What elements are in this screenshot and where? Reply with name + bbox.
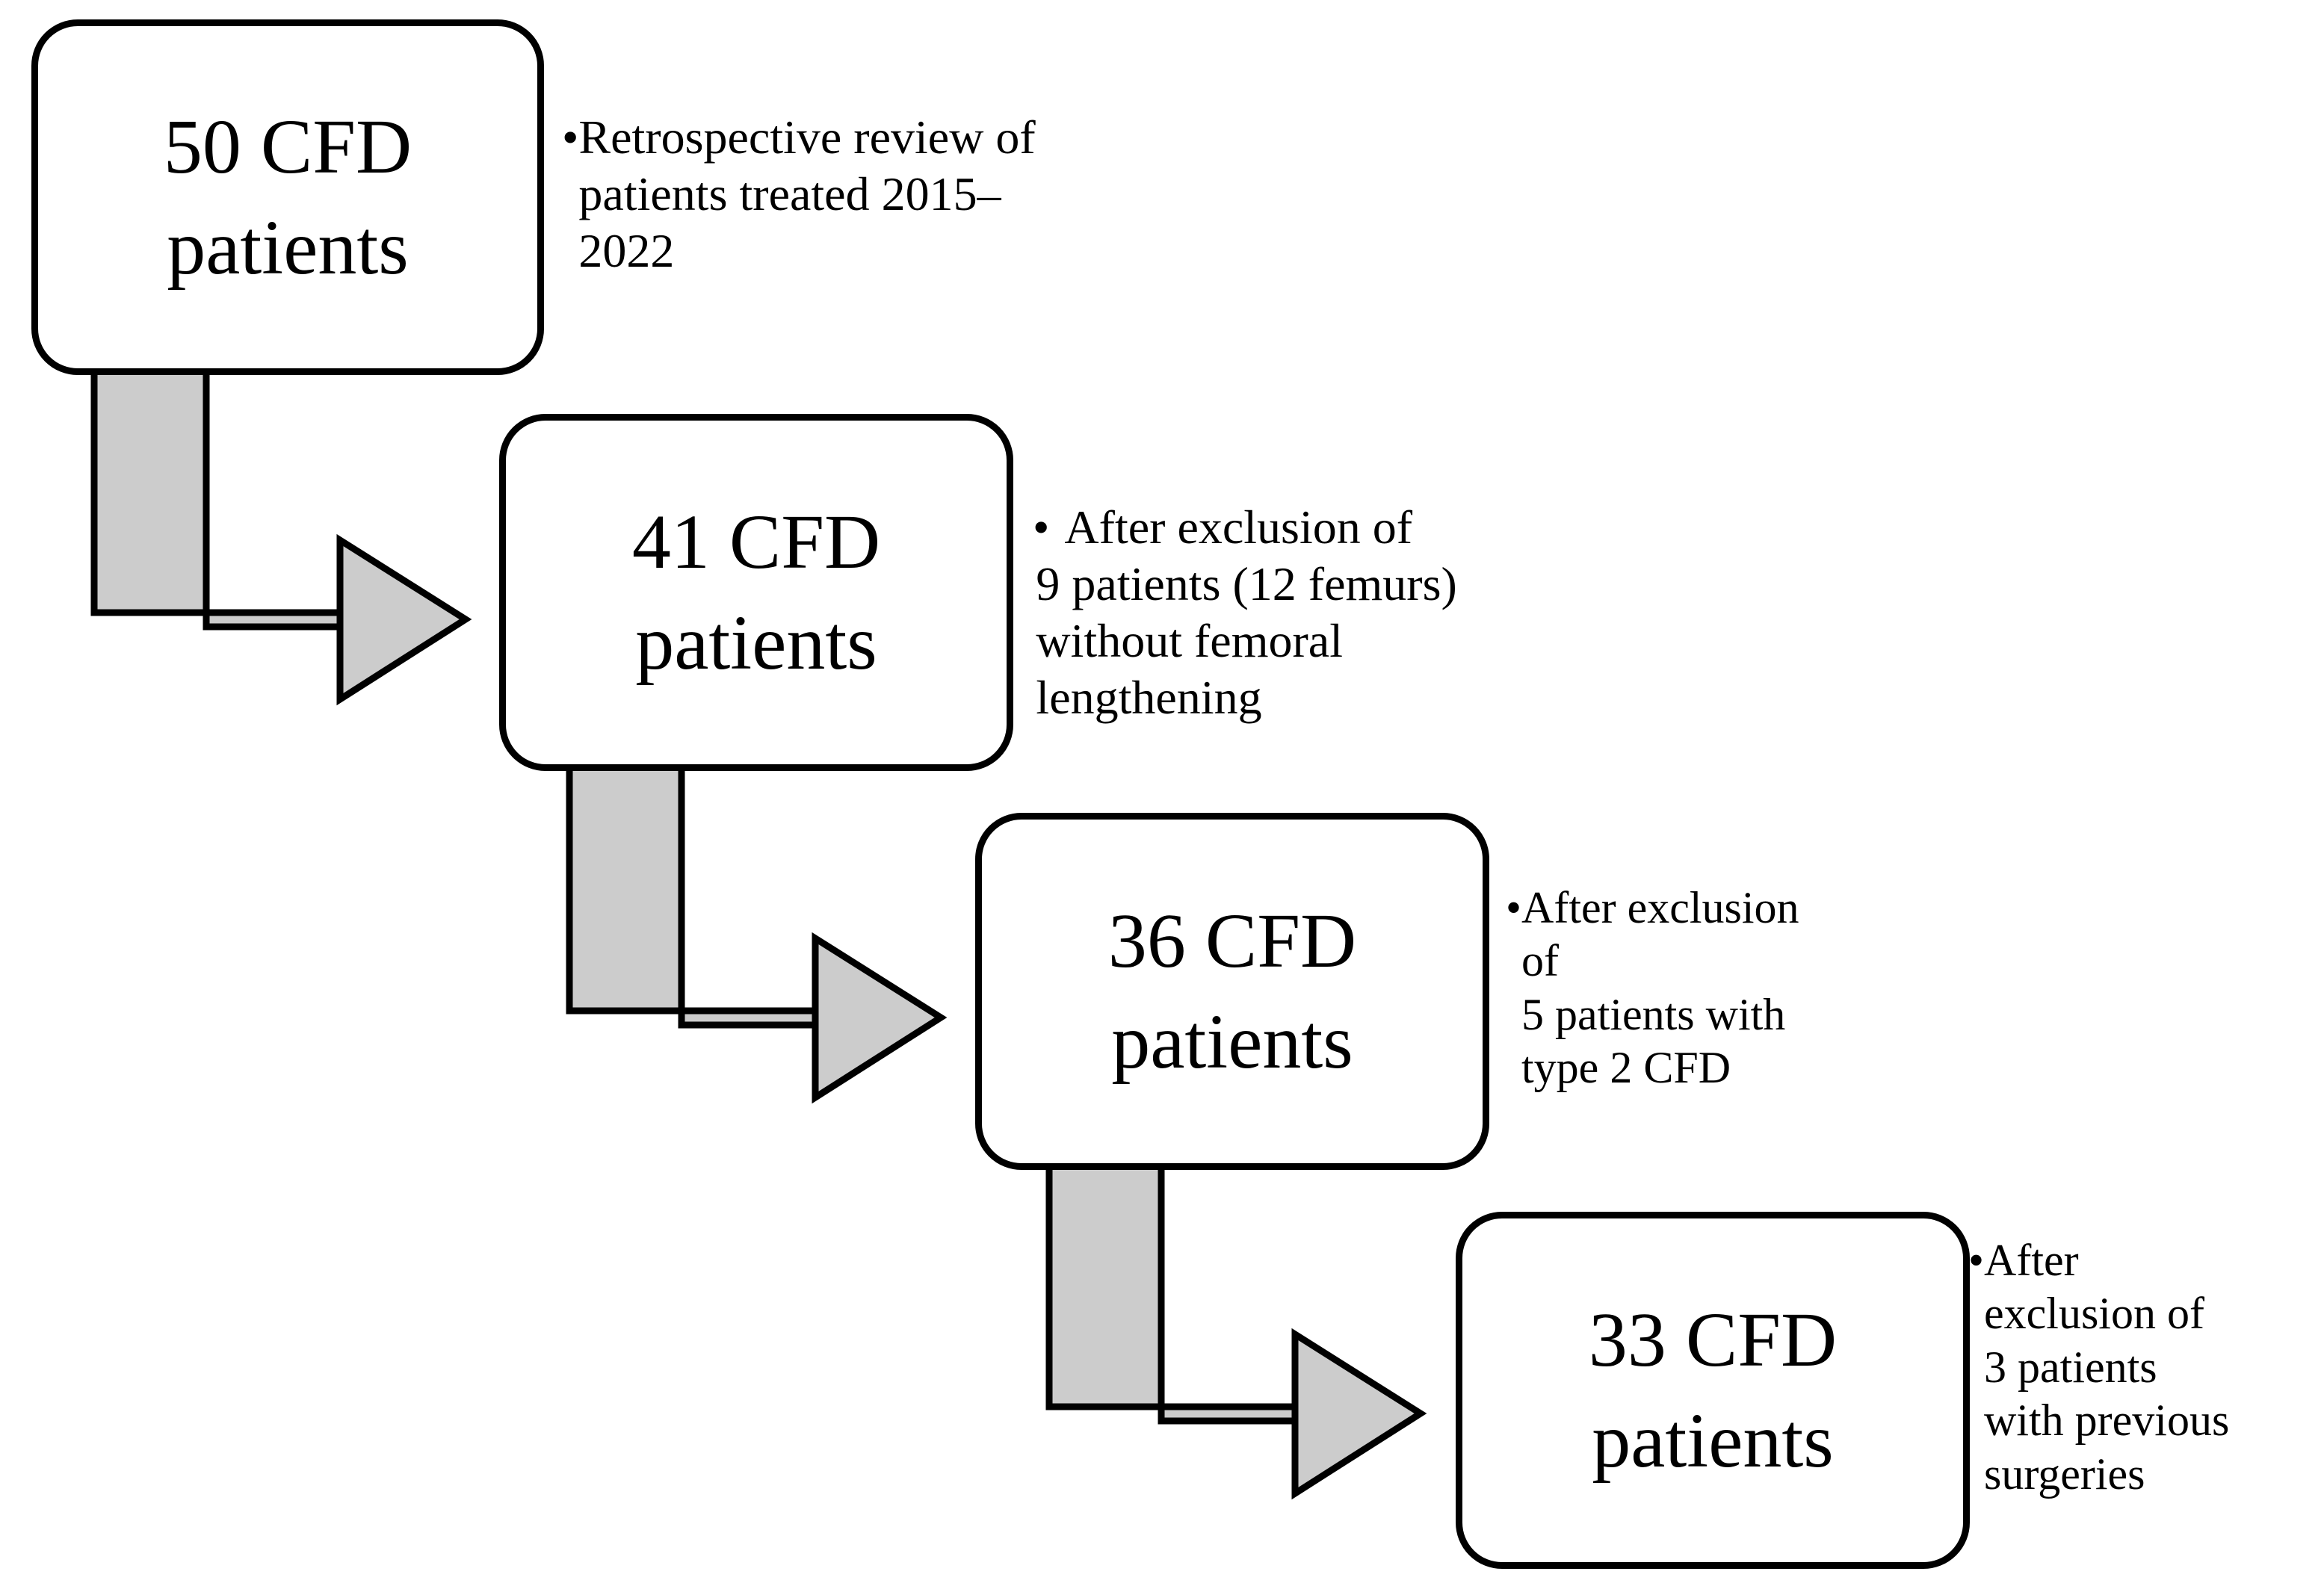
flow-box-step-4-line2: patients xyxy=(1592,1398,1834,1484)
note-step-1-line1: Retrospective review of xyxy=(578,111,1036,164)
note-step-3-line1: After exclusion xyxy=(1521,883,1799,932)
note-step-4-line1: After xyxy=(1984,1236,2079,1285)
flow-box-step-1-line2: patients xyxy=(167,205,409,291)
note-step-3-line2: of xyxy=(1521,936,1559,986)
flow-box-step-3-line1: 36 CFD xyxy=(1107,897,1357,984)
note-step-4-line2: exclusion of xyxy=(1984,1289,2204,1339)
note-step-3-line4: type 2 CFD xyxy=(1521,1043,1731,1093)
flow-box-step-4-line1: 33 CFD xyxy=(1588,1296,1838,1383)
flow-box-step-2-line1: 41 CFD xyxy=(631,498,881,585)
flow-box-step-2: 41 CFD patients xyxy=(499,414,1013,771)
bent-arrow-2 xyxy=(566,763,948,1104)
note-step-2-line1: After exclusion of xyxy=(1064,501,1413,554)
flow-box-step-4: 33 CFD patients xyxy=(1456,1212,1970,1569)
note-step-2-line2: 9 patients (12 femurs) xyxy=(1036,557,1457,611)
note-step-1-line2: patients treated 2015– xyxy=(578,167,1001,221)
flow-box-step-1: 50 CFD patients xyxy=(31,19,544,375)
note-step-4-line3: 3 patients xyxy=(1984,1342,2157,1392)
flow-box-step-3-line2: patients xyxy=(1111,999,1353,1085)
bullet-icon: • xyxy=(1506,883,1522,932)
note-step-1: • Retrospective review of patients treat… xyxy=(562,109,1115,279)
flow-box-step-2-line2: patients xyxy=(635,600,877,686)
note-step-4-line4: with previous xyxy=(1984,1396,2230,1446)
bent-arrow-1 xyxy=(90,364,472,706)
note-step-3: • After exclusion of 5 patients with typ… xyxy=(1506,882,1924,1095)
bullet-icon: • xyxy=(1968,1236,1985,1285)
bent-arrow-3 xyxy=(1045,1159,1427,1500)
note-step-2: • After exclusion of 9 patients (12 femu… xyxy=(1033,499,1601,727)
note-step-2-line4: lengthening xyxy=(1036,671,1262,725)
note-step-3-line3: 5 patients with xyxy=(1521,989,1786,1039)
note-step-4: • After exclusion of 3 patients with pre… xyxy=(1968,1234,2320,1501)
note-step-4-line5: surgeries xyxy=(1984,1449,2145,1499)
flow-box-step-1-line1: 50 CFD xyxy=(163,103,412,190)
bullet-icon: • xyxy=(1033,501,1050,554)
flow-box-step-3: 36 CFD patients xyxy=(975,813,1489,1170)
note-step-1-line3: 2022 xyxy=(578,224,675,278)
note-step-2-line3: without femoral xyxy=(1036,614,1343,668)
bullet-icon: • xyxy=(562,111,579,164)
